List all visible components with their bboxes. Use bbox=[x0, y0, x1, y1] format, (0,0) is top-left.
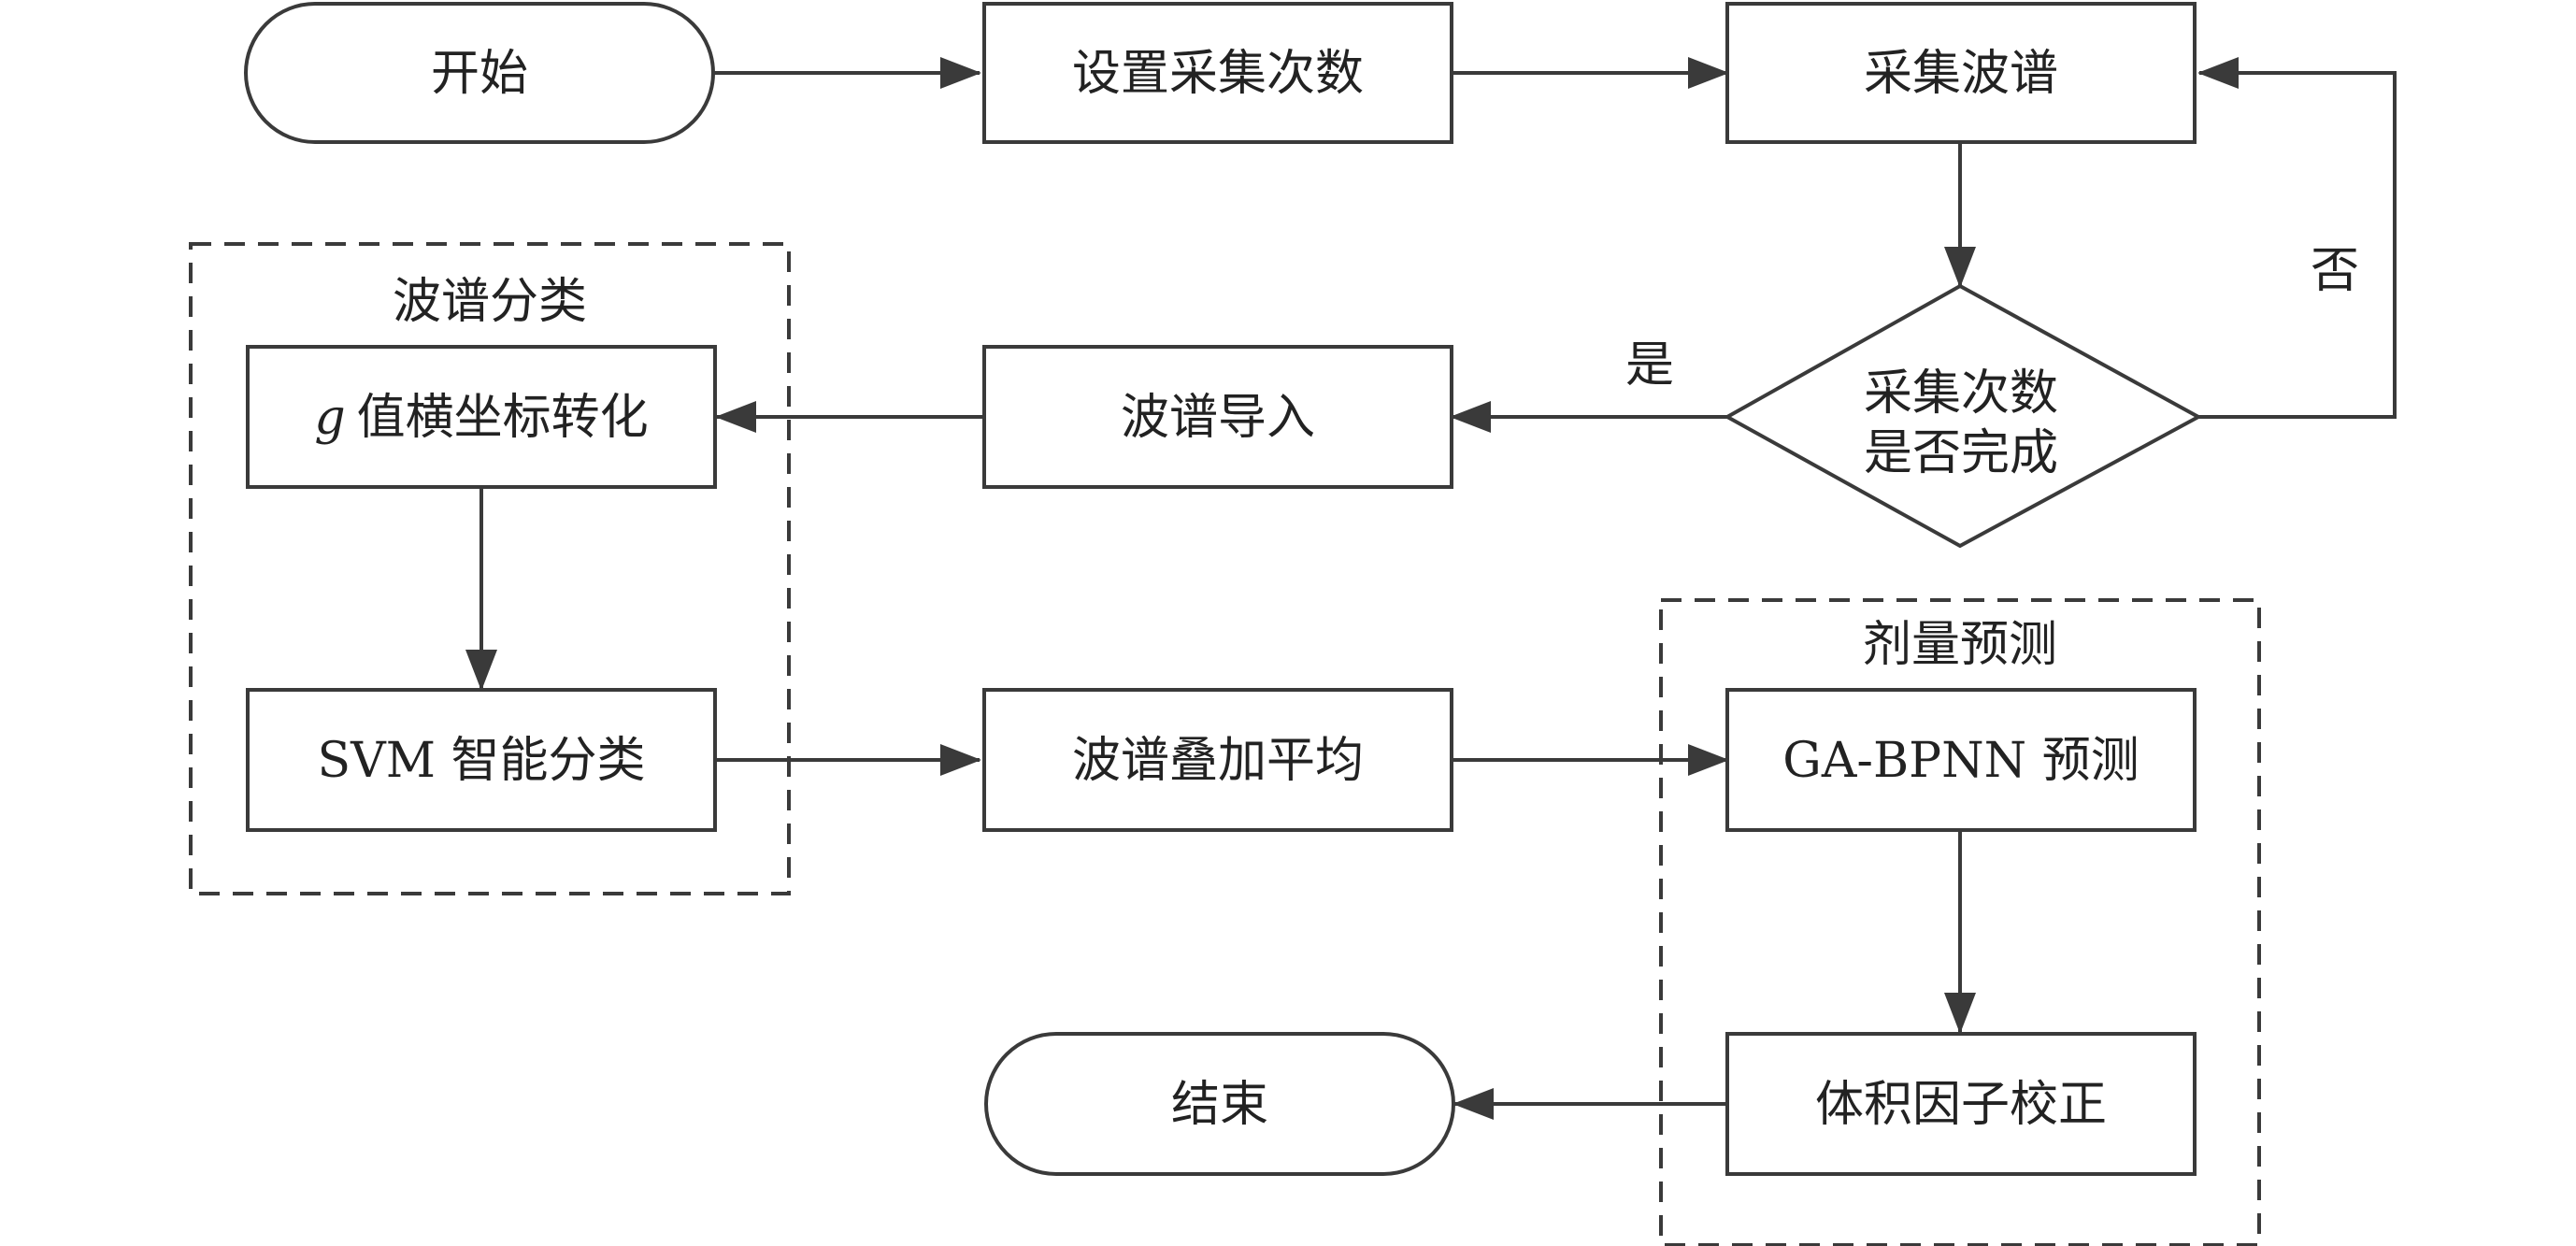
node-g-convert bbox=[246, 345, 717, 489]
node-end-label: 结束 bbox=[1171, 1077, 1268, 1133]
node-svm bbox=[246, 688, 717, 832]
node-svm-label: SVM 智能分类 bbox=[318, 733, 646, 789]
group-dose-title: 剂量预测 bbox=[1863, 617, 2057, 673]
node-g-convert-var: g bbox=[314, 390, 345, 446]
node-decision-line1: 采集次数 bbox=[1864, 365, 2058, 422]
node-gabpnn bbox=[1725, 688, 2197, 832]
node-start-label: 开始 bbox=[431, 46, 528, 102]
node-collect-label: 采集波谱 bbox=[1864, 46, 2058, 102]
node-import bbox=[982, 345, 1453, 489]
group-classification-title: 波谱分类 bbox=[393, 274, 587, 330]
edge-label-no: 否 bbox=[2311, 243, 2359, 299]
node-decision bbox=[1723, 283, 2203, 549]
edge-label-yes: 是 bbox=[1625, 337, 1674, 394]
node-decision-line2: 是否完成 bbox=[1864, 425, 2058, 481]
node-volume bbox=[1725, 1032, 2197, 1176]
node-average-label: 波谱叠加平均 bbox=[1072, 733, 1364, 789]
group-dose-box bbox=[1659, 598, 2261, 1246]
node-gabpnn-label: GA-BPNN 预测 bbox=[1782, 733, 2139, 789]
node-g-convert-rest: 值横坐标转化 bbox=[357, 390, 649, 446]
node-start bbox=[244, 2, 715, 144]
node-import-label: 波谱导入 bbox=[1121, 390, 1315, 446]
node-collect bbox=[1725, 2, 2197, 144]
node-set-count-label: 设置采集次数 bbox=[1072, 46, 1364, 102]
edge-decision-no-loop bbox=[2197, 57, 2397, 419]
node-set-count bbox=[982, 2, 1453, 144]
node-end bbox=[984, 1032, 1455, 1176]
group-classification-box bbox=[189, 242, 791, 895]
node-volume-label: 体积因子校正 bbox=[1815, 1077, 2107, 1133]
node-average bbox=[982, 688, 1453, 832]
